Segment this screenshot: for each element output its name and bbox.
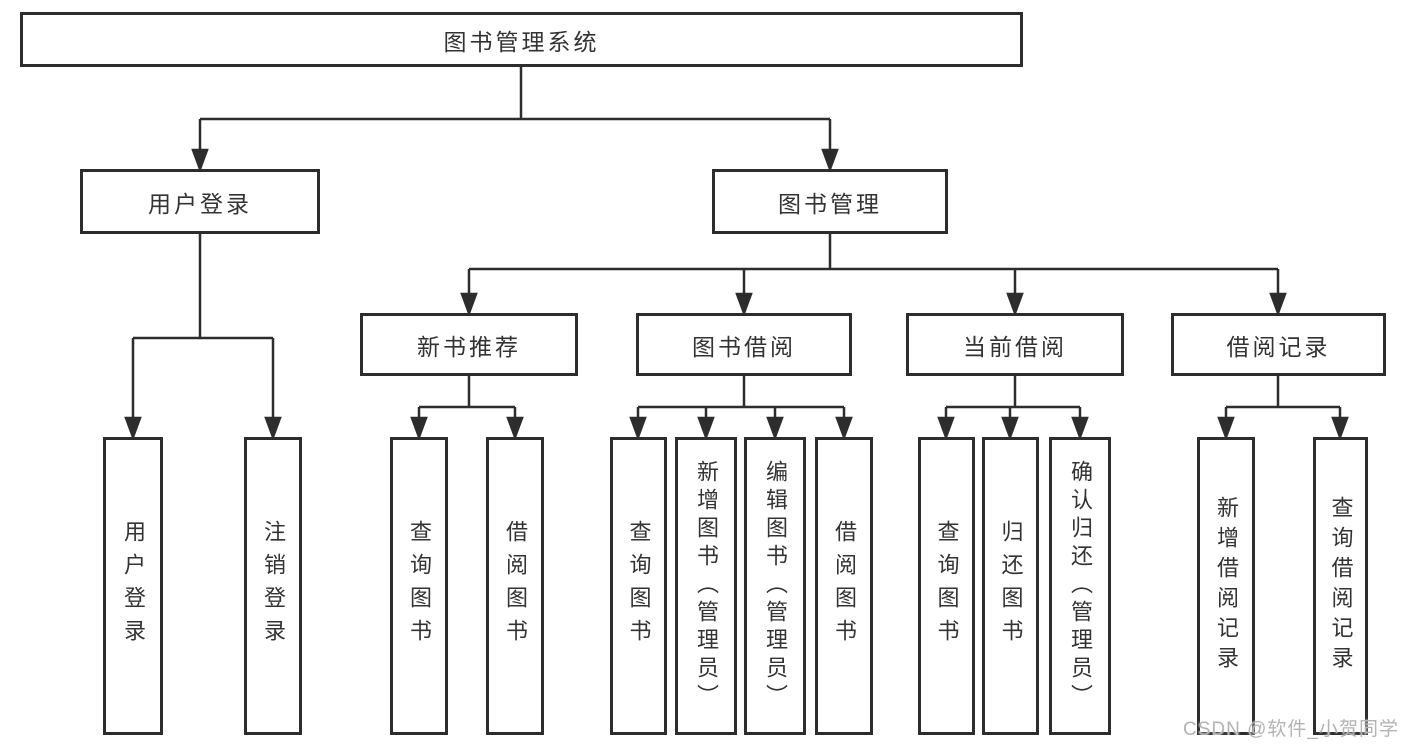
connector-borrowing-records-children xyxy=(1217,376,1349,441)
node-user-login: 用户登录 xyxy=(80,169,320,234)
leaf-add-books-admin: 新增图书（管理员） xyxy=(675,437,737,735)
leaf-borrowing-borrow-books: 借阅图书 xyxy=(815,437,873,735)
node-root: 图书管理系统 xyxy=(20,12,1023,67)
leaf-return-books: 归还图书 xyxy=(982,437,1039,735)
leaf-label: 查询图书 xyxy=(407,520,432,652)
connector-root-to-level2 xyxy=(191,67,839,173)
leaf-label: 新增图书（管理员） xyxy=(694,460,719,712)
leaf-query-borrow-record: 查询借阅记录 xyxy=(1313,437,1368,735)
leaf-label: 归还图书 xyxy=(998,520,1024,652)
leaf-current-query-books: 查询图书 xyxy=(918,437,975,735)
leaf-confirm-return-admin: 确认归还（管理员） xyxy=(1049,437,1111,735)
leaf-label: 查询借阅记录 xyxy=(1328,496,1354,676)
node-book-management: 图书管理 xyxy=(712,169,948,234)
connector-book-borrowing-children xyxy=(629,376,853,441)
leaf-label: 借阅图书 xyxy=(832,520,857,652)
leaf-user-login: 用户登录 xyxy=(103,437,163,735)
leaf-label: 查询图书 xyxy=(934,520,960,652)
connector-current-borrowing-children xyxy=(937,376,1089,441)
leaf-logout: 注销登录 xyxy=(244,437,302,735)
connector-user-login-children xyxy=(124,234,282,441)
connector-new-book-children xyxy=(410,376,524,441)
node-new-book-recommendation: 新书推荐 xyxy=(360,313,578,376)
node-book-borrowing: 图书借阅 xyxy=(636,313,852,376)
leaf-label: 编辑图书（管理员） xyxy=(763,460,788,712)
leaf-add-borrow-record: 新增借阅记录 xyxy=(1197,437,1255,735)
node-borrowing-records: 借阅记录 xyxy=(1171,313,1386,376)
leaf-label: 确认归还（管理员） xyxy=(1068,460,1093,712)
connector-book-management-children xyxy=(460,233,1287,317)
leaf-newbook-borrow-books: 借阅图书 xyxy=(486,437,544,735)
leaf-label: 新增借阅记录 xyxy=(1214,496,1239,676)
leaf-borrowing-query-books: 查询图书 xyxy=(610,437,667,735)
leaf-label: 用户登录 xyxy=(121,520,146,652)
node-current-borrowing: 当前借阅 xyxy=(906,313,1124,376)
leaf-newbook-query-books: 查询图书 xyxy=(390,437,448,735)
leaf-label: 借阅图书 xyxy=(503,520,528,652)
leaf-label: 注销登录 xyxy=(261,520,286,652)
leaf-edit-books-admin: 编辑图书（管理员） xyxy=(744,437,806,735)
watermark: CSDN @软件_小贺同学 xyxy=(1183,719,1399,740)
leaf-label: 查询图书 xyxy=(626,520,652,652)
